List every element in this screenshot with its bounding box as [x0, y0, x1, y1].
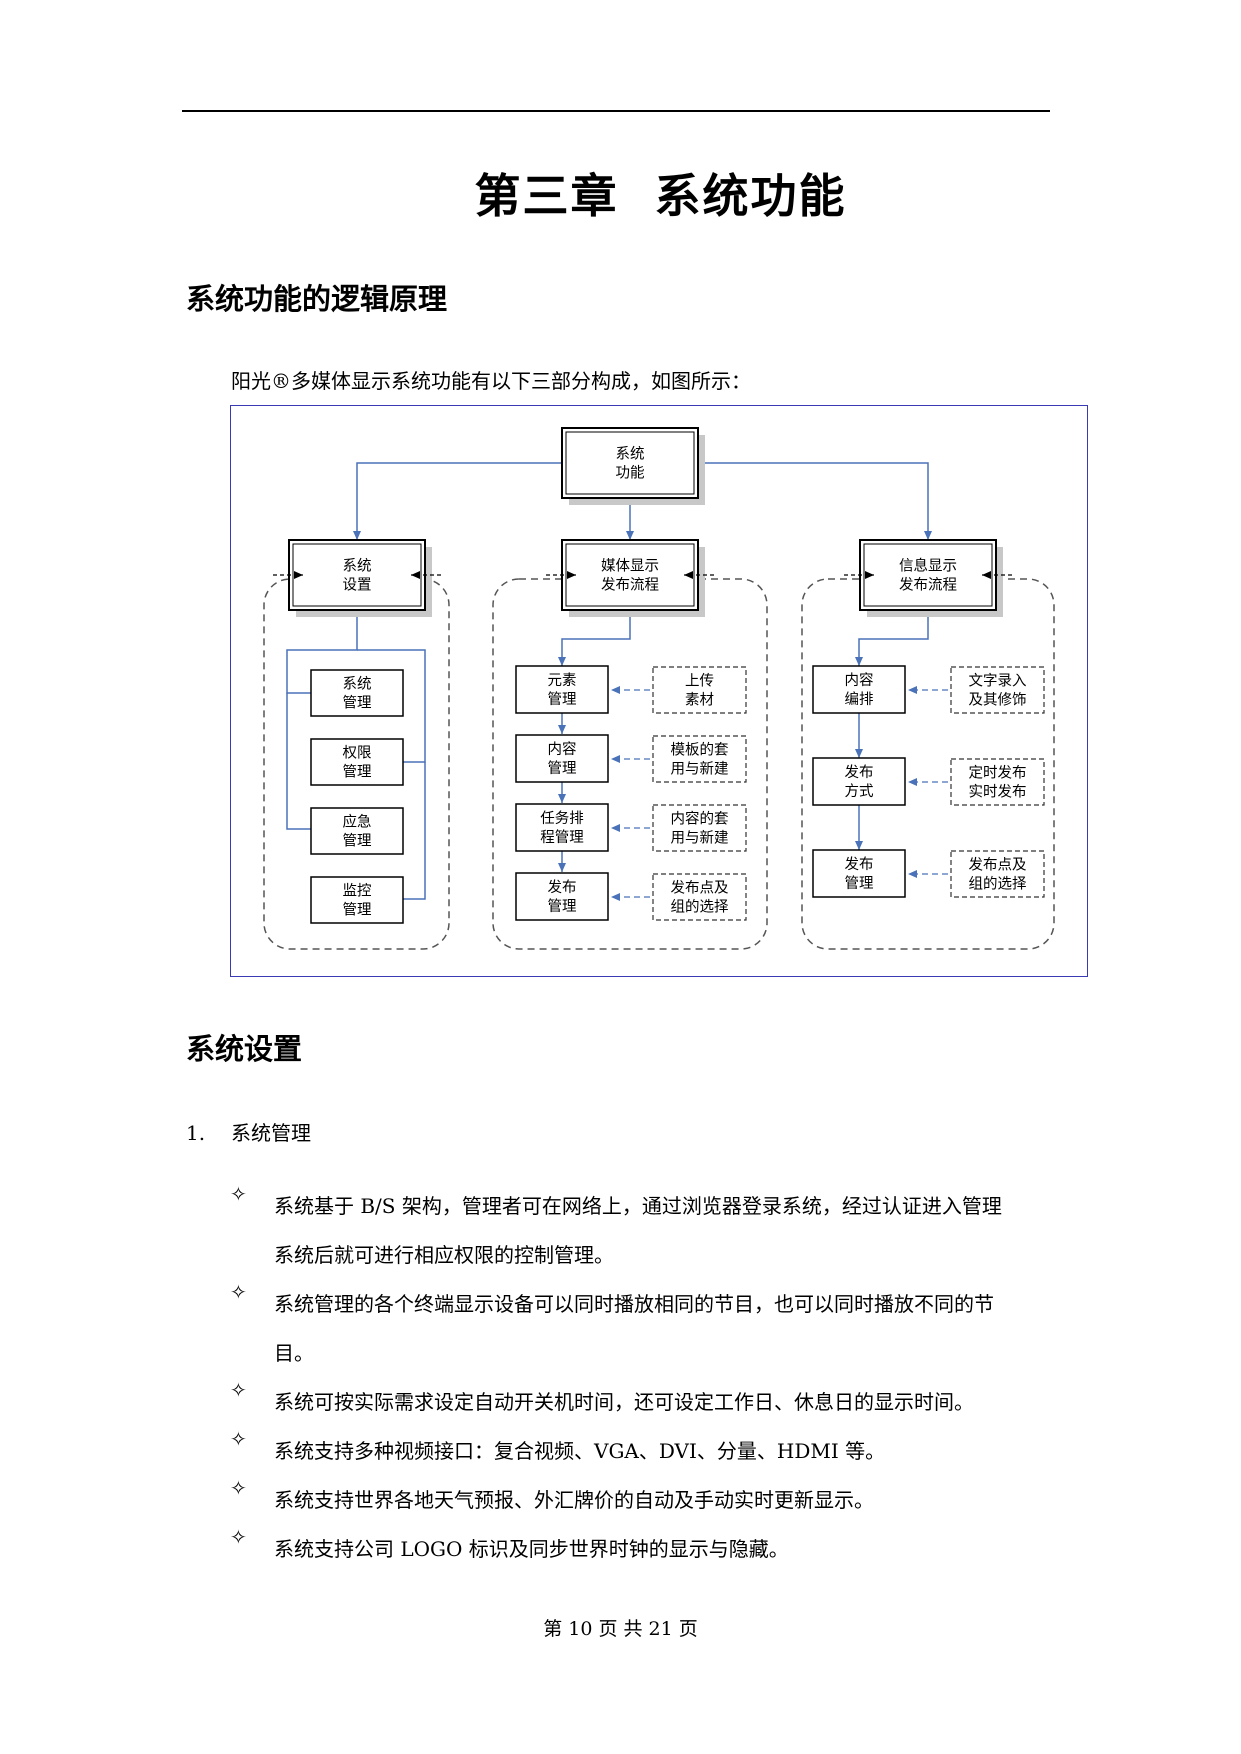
- numbered-item: 1. 系统管理: [186, 1117, 311, 1146]
- box-root-inner: [565, 431, 695, 495]
- box-settings-item-1: [310, 669, 404, 717]
- box-branch-head-2-label: 媒体显示发布流程: [601, 558, 659, 594]
- bullet-diamond-icon: ✧: [230, 1427, 247, 1451]
- bullet-text-line: 系统管理的各个终端显示设备可以同时播放相同的节目，也可以同时播放不同的节: [274, 1292, 994, 1316]
- box-settings-item-4: [310, 876, 404, 924]
- box-settings-item-2-label: 权限管理: [343, 745, 372, 781]
- bullet-diamond-icon: ✧: [230, 1280, 247, 1304]
- box-branch-head-2: [561, 539, 699, 611]
- box-info-step-2: [812, 757, 906, 806]
- connector-settings-right-1: [357, 649, 426, 763]
- box-media-input-4: [652, 873, 747, 921]
- box-info-input-3-label: 发布点及组的选择: [969, 857, 1027, 893]
- box-media-step-3: [515, 803, 609, 852]
- box-branch-head-3: [859, 539, 997, 611]
- box-info-step-2-label: 发布方式: [845, 764, 874, 800]
- bullet-diamond-icon: ✧: [230, 1378, 247, 1402]
- connector-root-right: [698, 462, 932, 540]
- box-branch-head-1-inner: [292, 543, 422, 607]
- box-media-step-4-label: 发布管理: [548, 879, 577, 915]
- system-function-diagram: 系统功能系统设置 媒体显示发布流程 信息显示发布流程系统管理权限管理应急管理监控管理…: [230, 405, 1088, 977]
- intro-paragraph: 阳光®多媒体显示系统功能有以下三部分构成，如图所示：: [231, 369, 751, 393]
- box-info-input-2-label: 定时发布实时发布: [969, 765, 1027, 801]
- section-heading-logic: 系统功能的逻辑原理: [186, 282, 448, 316]
- bullet-diamond-icon: ✧: [230, 1182, 247, 1206]
- box-media-step-1-label: 元素管理: [548, 672, 577, 708]
- box-root-label: 系统功能: [616, 446, 645, 482]
- box-branch-head-1: [288, 539, 426, 611]
- box-branch-head-3-label: 信息显示发布流程: [899, 558, 957, 594]
- connector-info-to-step1: [855, 610, 929, 666]
- connector-settings-left-2: [286, 693, 311, 830]
- box-settings-item-4-label: 监控管理: [343, 883, 372, 919]
- box-media-step-1: [515, 665, 609, 714]
- box-root: [561, 427, 699, 499]
- box-info-input-1: [950, 666, 1045, 714]
- box-info-input-1-label: 文字录入及其修饰: [969, 673, 1027, 709]
- box-media-input-2-label: 模板的套用与新建: [671, 741, 729, 778]
- header-rule: [182, 110, 1050, 112]
- box-settings-item-3: [310, 807, 404, 855]
- section-heading-settings: 系统设置: [186, 1032, 303, 1066]
- box-media-input-3-label: 内容的套用与新建: [671, 811, 729, 847]
- connector-settings-right-2: [403, 762, 426, 900]
- bullet-text-line: 系统后就可进行相应权限的控制管理。: [274, 1243, 614, 1267]
- box-media-input-3: [652, 804, 747, 852]
- page-footer: 第 10 页 共 21 页: [543, 1618, 698, 1640]
- box-info-input-3: [950, 850, 1045, 898]
- box-settings-item-1-label: 系统管理: [343, 676, 372, 712]
- box-branch-head-3-inner: [863, 543, 993, 607]
- bullet-text-line: 系统支持多种视频接口：复合视频、VGA、DVI、分量、HDMI 等。: [274, 1439, 886, 1463]
- box-media-step-4: [515, 872, 609, 921]
- bullet-diamond-icon: ✧: [230, 1525, 247, 1549]
- box-settings-item-3-label: 应急管理: [343, 813, 372, 850]
- box-media-input-1: [652, 666, 747, 714]
- bullet-text-line: 系统可按实际需求设定自动开关机时间，还可设定工作日、休息日的显示时间。: [274, 1390, 974, 1414]
- box-media-input-4-label: 发布点及组的选择: [671, 880, 729, 916]
- bullet-text-line: 系统支持公司 LOGO 标识及同步世界时钟的显示与隐藏。: [274, 1537, 789, 1561]
- box-info-step-3: [812, 849, 906, 898]
- box-media-input-2: [652, 735, 747, 783]
- box-branch-head-2-inner: [565, 543, 695, 607]
- bullet-text-line: 系统基于 B/S 架构，管理者可在网络上，通过浏览器登录系统，经过认证进入管理: [274, 1194, 1002, 1218]
- box-branch-head-1-label: 系统设置: [343, 558, 372, 594]
- bullet-text-line: 目。: [274, 1341, 314, 1365]
- item-label: 系统管理: [231, 1121, 311, 1145]
- box-media-step-2-label: 内容管理: [548, 741, 577, 777]
- box-info-step-3-label: 发布管理: [845, 856, 874, 892]
- box-info-input-2: [950, 758, 1045, 806]
- connector-settings-left-1: [286, 610, 358, 694]
- box-media-step-2: [515, 734, 609, 783]
- connector-media-to-step1: [558, 610, 631, 666]
- item-number: 1.: [186, 1121, 206, 1145]
- box-info-step-1: [812, 665, 906, 714]
- box-settings-item-2: [310, 738, 404, 786]
- box-media-step-3-label: 任务排程管理: [540, 810, 584, 846]
- box-media-input-1-label: 上传素材: [685, 673, 714, 709]
- chapter-title: 第三章 系统功能: [474, 169, 847, 223]
- bullet-diamond-icon: ✧: [230, 1476, 247, 1500]
- box-info-step-1-label: 内容编排: [845, 672, 874, 708]
- bullet-text-line: 系统支持世界各地天气预报、外汇牌价的自动及手动实时更新显示。: [274, 1488, 874, 1512]
- connector-root-left: [353, 462, 562, 540]
